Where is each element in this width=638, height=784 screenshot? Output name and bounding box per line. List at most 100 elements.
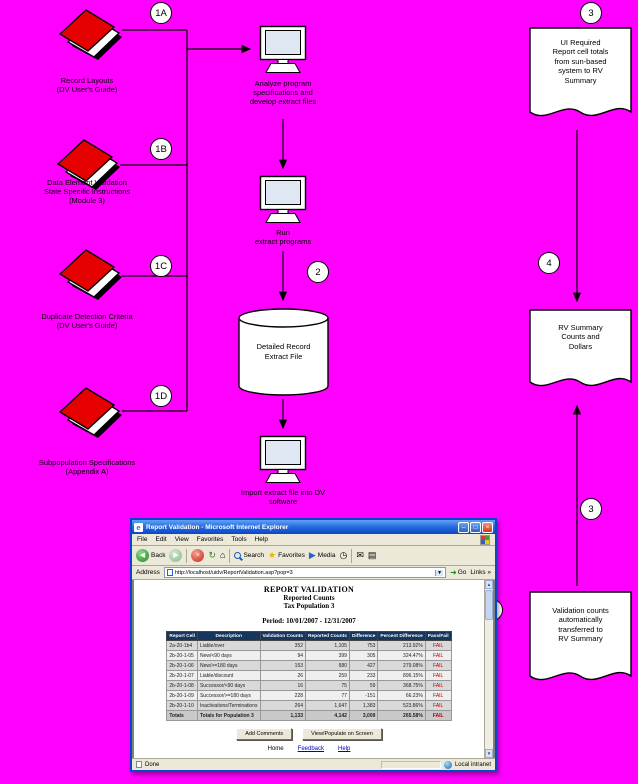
table-cell: 2b-20-1-07 <box>166 670 198 681</box>
monitor-icon <box>259 435 307 483</box>
media-label: Media <box>317 552 336 559</box>
book-icon <box>58 387 122 438</box>
book-data-element-validation-label: Data Element Validation State Specific I… <box>43 178 131 205</box>
links-label[interactable]: Links » <box>470 569 491 576</box>
document-icon <box>529 27 632 117</box>
menu-edit[interactable]: Edit <box>155 536 167 543</box>
link-home[interactable]: Home <box>267 746 284 752</box>
table-cell: 2b-20-1-10 <box>166 700 198 711</box>
import-extract-step <box>259 435 307 490</box>
link-help[interactable]: Help <box>338 746 351 752</box>
minimize-button[interactable]: – <box>458 521 469 533</box>
scroll-thumb[interactable] <box>485 590 493 620</box>
media-button[interactable]: ▶ Media <box>309 549 336 562</box>
stop-button[interactable]: × <box>191 549 205 562</box>
add-comments-button[interactable]: Add Comments <box>236 728 293 740</box>
forward-button[interactable]: ▶ <box>169 549 183 562</box>
home-button[interactable]: ⌂ <box>220 550 226 560</box>
favorites-button[interactable]: ★ Favorites <box>268 550 305 561</box>
ie-logo-icon: e <box>134 522 143 532</box>
table-cell: 66.23% <box>377 690 426 701</box>
table-header-cell: Difference <box>348 631 379 641</box>
report-subtitle: Reported Counts <box>283 594 335 602</box>
table-cell: 427 <box>348 660 379 671</box>
table-cell: 1,647 <box>305 700 350 711</box>
ie-window: e Report Validation - Microsoft Internet… <box>130 518 497 772</box>
menu-help[interactable]: Help <box>254 536 268 543</box>
table-cell: 77 <box>305 690 350 701</box>
table-cell: 26 <box>259 670 307 681</box>
table-cell: FAIL <box>424 670 452 681</box>
toolbar-separator <box>351 548 353 563</box>
run-extract-label: Run extract programs <box>254 228 312 246</box>
badge-4: 4 <box>538 252 560 274</box>
table-cell: 368.75% <box>377 680 426 691</box>
table-cell: 2b-20-1-08 <box>166 680 198 691</box>
windows-throbber-icon <box>480 534 490 545</box>
browser-toolbar: ◀ Back ▶ × ↻ ⌂ Search ★ Favorites ▶ Medi… <box>132 546 495 566</box>
table-cell: 75 <box>305 680 350 691</box>
document-icon <box>529 309 632 387</box>
table-cell: Successor/>=180 days <box>196 690 261 701</box>
view-populate-button[interactable]: View/Populate on Screen <box>302 728 382 740</box>
address-url: http://localhost/uidv/ReportValidation.a… <box>174 569 293 576</box>
search-label: Search <box>243 552 265 559</box>
table-cell: FAIL <box>424 660 452 671</box>
table-cell: 352 <box>259 640 307 651</box>
menu-bar: File Edit View Favorites Tools Help <box>132 534 495 546</box>
table-header-cell: Validation Counts <box>259 631 307 641</box>
monitor-icon <box>259 25 307 73</box>
menu-favorites[interactable]: Favorites <box>196 536 224 543</box>
mail-button[interactable]: ✉ <box>356 550 364 560</box>
table-cell: 2b-20-1-09 <box>166 690 198 701</box>
window-titlebar[interactable]: e Report Validation - Microsoft Internet… <box>132 520 495 534</box>
table-header-cell: Description <box>196 631 261 641</box>
history-button[interactable]: ◷ <box>339 550 348 560</box>
menu-file[interactable]: File <box>137 536 148 543</box>
scroll-down-arrow[interactable]: ▼ <box>485 749 493 758</box>
badge-3-top: 3 <box>580 2 602 24</box>
doc-validation-counts: Validation counts automatically transfer… <box>528 590 633 692</box>
link-feedback[interactable]: Feedback <box>297 746 325 752</box>
analyze-programs-step <box>259 25 307 80</box>
doc-ui-required-totals-label: UI Required Report cell totals from sun-… <box>552 38 609 85</box>
address-input[interactable]: http://localhost/uidv/ReportValidation.a… <box>163 567 447 578</box>
menu-tools[interactable]: Tools <box>231 536 247 543</box>
table-cell: 580 <box>305 660 350 671</box>
table-cell: 753 <box>348 640 379 651</box>
go-button[interactable]: ➜ Go <box>450 568 466 577</box>
table-cell: FAIL <box>424 700 452 711</box>
table-cell: 1,105 <box>305 640 350 651</box>
table-cell: Inactivations/Terminations <box>196 700 261 711</box>
menu-view[interactable]: View <box>174 536 189 543</box>
table-cell: Successor/<90 days <box>196 680 261 691</box>
book-data-element-validation <box>56 136 120 195</box>
table-cell: New/<90 days <box>196 650 261 661</box>
report-title: REPORT VALIDATION <box>263 585 355 594</box>
book-duplicate-detection-label: Duplicate Detection Criteria (DV User's … <box>41 312 133 330</box>
vertical-scrollbar[interactable]: ▲ ▼ <box>484 580 493 758</box>
table-cell: 228 <box>259 690 307 701</box>
back-button[interactable]: ◀ Back <box>136 549 165 562</box>
status-segment <box>380 760 441 769</box>
table-cell: New/>=180 days <box>196 660 261 671</box>
table-cell: 2a-20-1b4 <box>166 640 198 651</box>
scroll-up-arrow[interactable]: ▲ <box>485 580 493 589</box>
table-cell: 213.92% <box>377 640 426 651</box>
refresh-button[interactable]: ↻ <box>208 550 216 560</box>
table-cell: -151 <box>348 690 379 701</box>
table-cell: FAIL <box>424 640 452 651</box>
print-button[interactable]: ▤ <box>367 550 377 560</box>
maximize-button[interactable]: □ <box>470 521 481 533</box>
close-button[interactable]: × <box>482 521 493 533</box>
badge-2: 2 <box>307 261 329 283</box>
address-dropdown[interactable]: ▼ <box>435 569 444 576</box>
toolbar-separator <box>186 548 188 563</box>
search-button[interactable]: Search <box>234 552 264 559</box>
